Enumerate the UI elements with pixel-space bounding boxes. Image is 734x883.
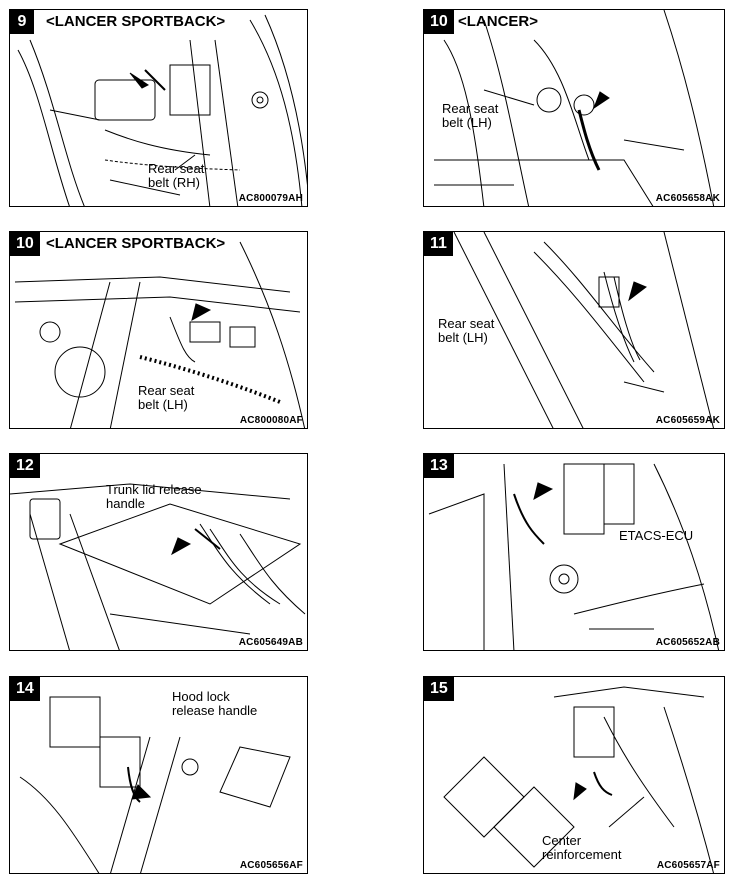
figure-code: AC605657AF [656,860,720,871]
callout-label: Center reinforcement [542,833,622,862]
callout-label: Rear seat belt (LH) [438,316,495,345]
etacs-ecu-drawing [428,463,720,650]
callout-label: Rear seat belt (LH) [442,101,499,130]
figure-code: AC605656AF [239,860,303,871]
panel-title: <LANCER SPORTBACK> [46,235,226,252]
rear-seat-belt-lh-drawing [14,241,306,428]
hood-lock-release-handle-drawing [19,696,291,873]
panel-title: <LANCER SPORTBACK> [46,13,226,30]
illustration-panel-step-9: 9 <LANCER SPORTBACK> Rear seat belt (RH)… [9,9,308,207]
illustration-panel-step-11: 11 Rear seat belt (LH) AC605659AK [423,231,725,429]
step-number: 10 [424,10,454,34]
figure-code: AC800080AF [239,415,303,426]
step-number: 12 [10,454,40,478]
callout-label: Rear seat belt (LH) [138,383,195,412]
callout-label: Rear seat belt (RH) [148,161,205,190]
rear-seat-belt-lh-drawing [453,232,715,428]
callout-label: ETACS-ECU [619,528,694,543]
figure-code: AC605652AB [655,637,720,648]
step-number: 10 [10,232,40,256]
step-number: 9 [10,10,34,34]
illustration-panel-step-10-lancer: 10 <LANCER> Rear seat belt (LH) AC605658… [423,9,725,207]
step-number: 14 [10,677,40,701]
illustration-panel-step-13: 13 ETACS-ECU AC605652AB [423,453,725,651]
step-number: 13 [424,454,454,478]
panel-title: <LANCER> [458,13,539,30]
trunk-lid-release-handle-drawing [10,483,306,650]
illustration-panel-step-10-sportback: 10 <LANCER SPORTBACK> Rear seat belt (LH… [9,231,308,429]
figure-code: AC605658AK [655,193,720,204]
callout-label: Trunk lid release handle [106,482,202,511]
center-reinforcement-drawing [443,686,714,873]
figure-code: AC605659AK [655,415,720,426]
rear-seat-belt-rh-drawing [17,14,307,206]
figure-code: AC605649AB [238,637,303,648]
step-number: 15 [424,677,454,701]
figure-code: AC800079AH [238,193,303,204]
rear-seat-belt-lh-drawing [434,10,715,206]
step-number: 11 [424,232,453,256]
illustration-panel-step-12: 12 Trunk lid release handle AC605649AB [9,453,308,651]
illustration-panel-step-14: 14 Hood lock release handle AC605656AF [9,676,308,874]
illustration-panel-step-15: 15 Center reinforcement AC605657AF [423,676,725,874]
callout-label: Hood lock release handle [172,689,258,718]
